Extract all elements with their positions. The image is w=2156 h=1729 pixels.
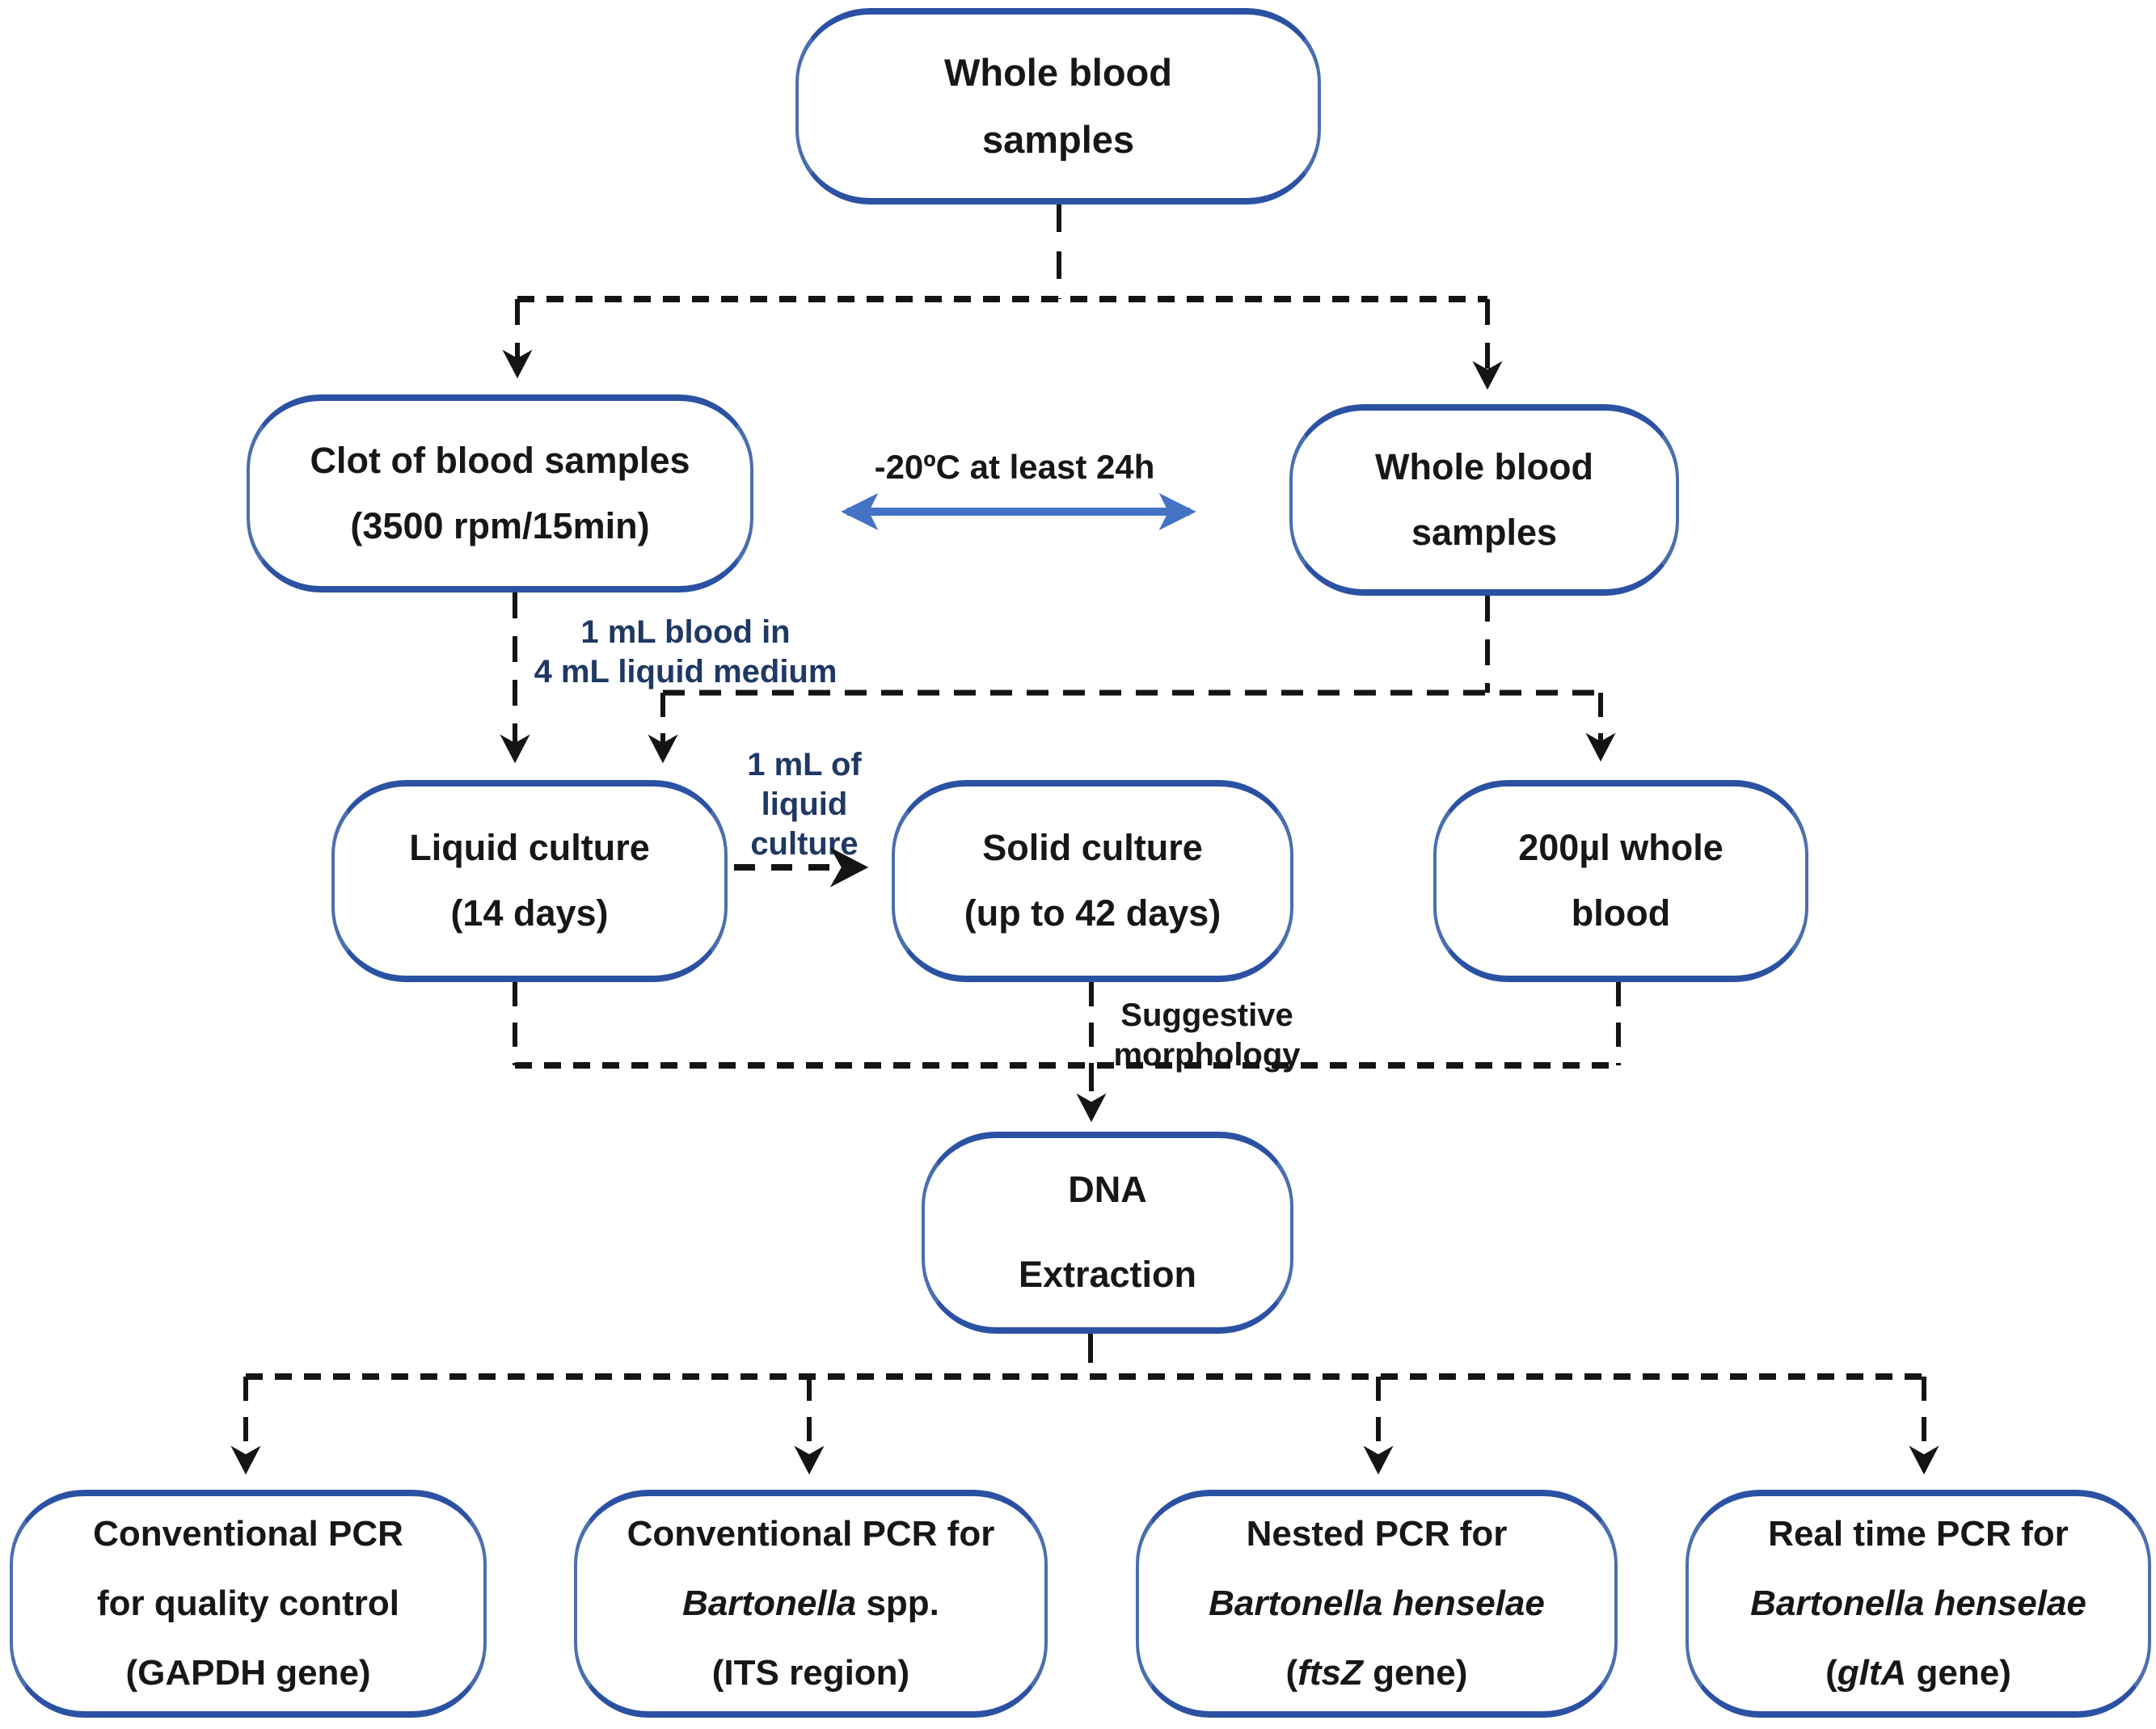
node-text: (GAPDH gene) <box>125 1652 371 1693</box>
node-text: Nested PCR for <box>1246 1514 1508 1554</box>
label-text: liquid <box>761 786 848 822</box>
node-text: ( <box>1825 1652 1837 1693</box>
species-name: Bartonella henselae <box>1750 1584 2086 1624</box>
node-text: Clot of blood samples <box>310 439 690 481</box>
node-pcr-bartonella-spp: Conventional PCR for Bartonella spp. (IT… <box>574 1490 1048 1718</box>
gene-name: gltA <box>1837 1652 1907 1693</box>
node-text: (gltA gene) <box>1825 1652 2011 1693</box>
label-text: 4 mL liquid medium <box>534 653 838 689</box>
species-name: Bartonella henselae <box>1209 1584 1545 1624</box>
node-text: samples <box>1411 511 1558 553</box>
node-whole-blood-samples-top: Whole blood samples <box>795 8 1321 205</box>
node-text: (ftsZ gene) <box>1285 1652 1468 1693</box>
label-text: Suggestive <box>1120 997 1293 1033</box>
species-name: Bartonella <box>682 1584 857 1624</box>
node-text: gene) <box>1906 1652 2011 1693</box>
label-text: morphology <box>1113 1036 1301 1073</box>
node-liquid-culture: Liquid culture (14 days) <box>331 780 728 982</box>
node-pcr-realtime-henselae: Real time PCR for Bartonella henselae (g… <box>1686 1490 2151 1718</box>
node-text: Real time PCR for <box>1768 1514 2069 1554</box>
node-text: (ITS region) <box>711 1652 910 1693</box>
node-dna-extraction: DNA Extraction <box>922 1132 1293 1334</box>
node-text: for quality control <box>97 1584 399 1624</box>
label-inoculum: 1 mL blood in 4 mL liquid medium <box>524 613 847 692</box>
label-text: 1 mL blood in <box>580 614 791 650</box>
label-subculture-volume: 1 mL of liquid culture <box>691 745 918 863</box>
node-text: Whole blood <box>944 50 1172 94</box>
label-suggestive-morphology: Suggestive morphology <box>1106 996 1308 1075</box>
label-text: culture <box>750 825 859 862</box>
node-text: 200µl whole <box>1518 827 1724 869</box>
node-clot-of-blood-samples: Clot of blood samples (3500 rpm/15min) <box>247 394 753 592</box>
node-text: ( <box>1285 1652 1298 1693</box>
label-text: -20ºC at least 24h <box>874 448 1155 486</box>
node-text: Liquid culture <box>409 827 650 869</box>
node-text: Conventional PCR <box>93 1514 403 1554</box>
node-pcr-quality-control: Conventional PCR for quality control (GA… <box>10 1490 487 1718</box>
node-text: (3500 rpm/15min) <box>350 504 650 546</box>
label-freeze-condition: -20ºC at least 24h <box>837 446 1192 487</box>
node-pcr-nested-henselae: Nested PCR for Bartonella henselae (ftsZ… <box>1136 1490 1618 1718</box>
node-200ul-whole-blood: 200µl whole blood <box>1433 780 1808 982</box>
node-text: samples <box>981 117 1135 161</box>
node-text: Bartonella spp. <box>682 1585 939 1622</box>
node-text: spp. <box>856 1584 939 1624</box>
label-text: 1 mL of <box>747 747 862 782</box>
node-text: Conventional PCR for <box>627 1514 995 1554</box>
node-text: Solid culture <box>982 827 1203 869</box>
node-solid-culture: Solid culture (up to 42 days) <box>892 780 1293 982</box>
node-text: gene) <box>1362 1652 1468 1693</box>
node-whole-blood-samples-right: Whole blood samples <box>1289 404 1679 596</box>
node-text: DNA <box>1068 1169 1147 1211</box>
node-text: (up to 42 days) <box>964 892 1221 934</box>
gene-name: ftsZ <box>1297 1652 1363 1693</box>
node-text: blood <box>1571 892 1671 934</box>
node-text: Extraction <box>1018 1254 1197 1295</box>
node-text: (14 days) <box>450 892 609 934</box>
node-text: Whole blood <box>1375 445 1593 487</box>
